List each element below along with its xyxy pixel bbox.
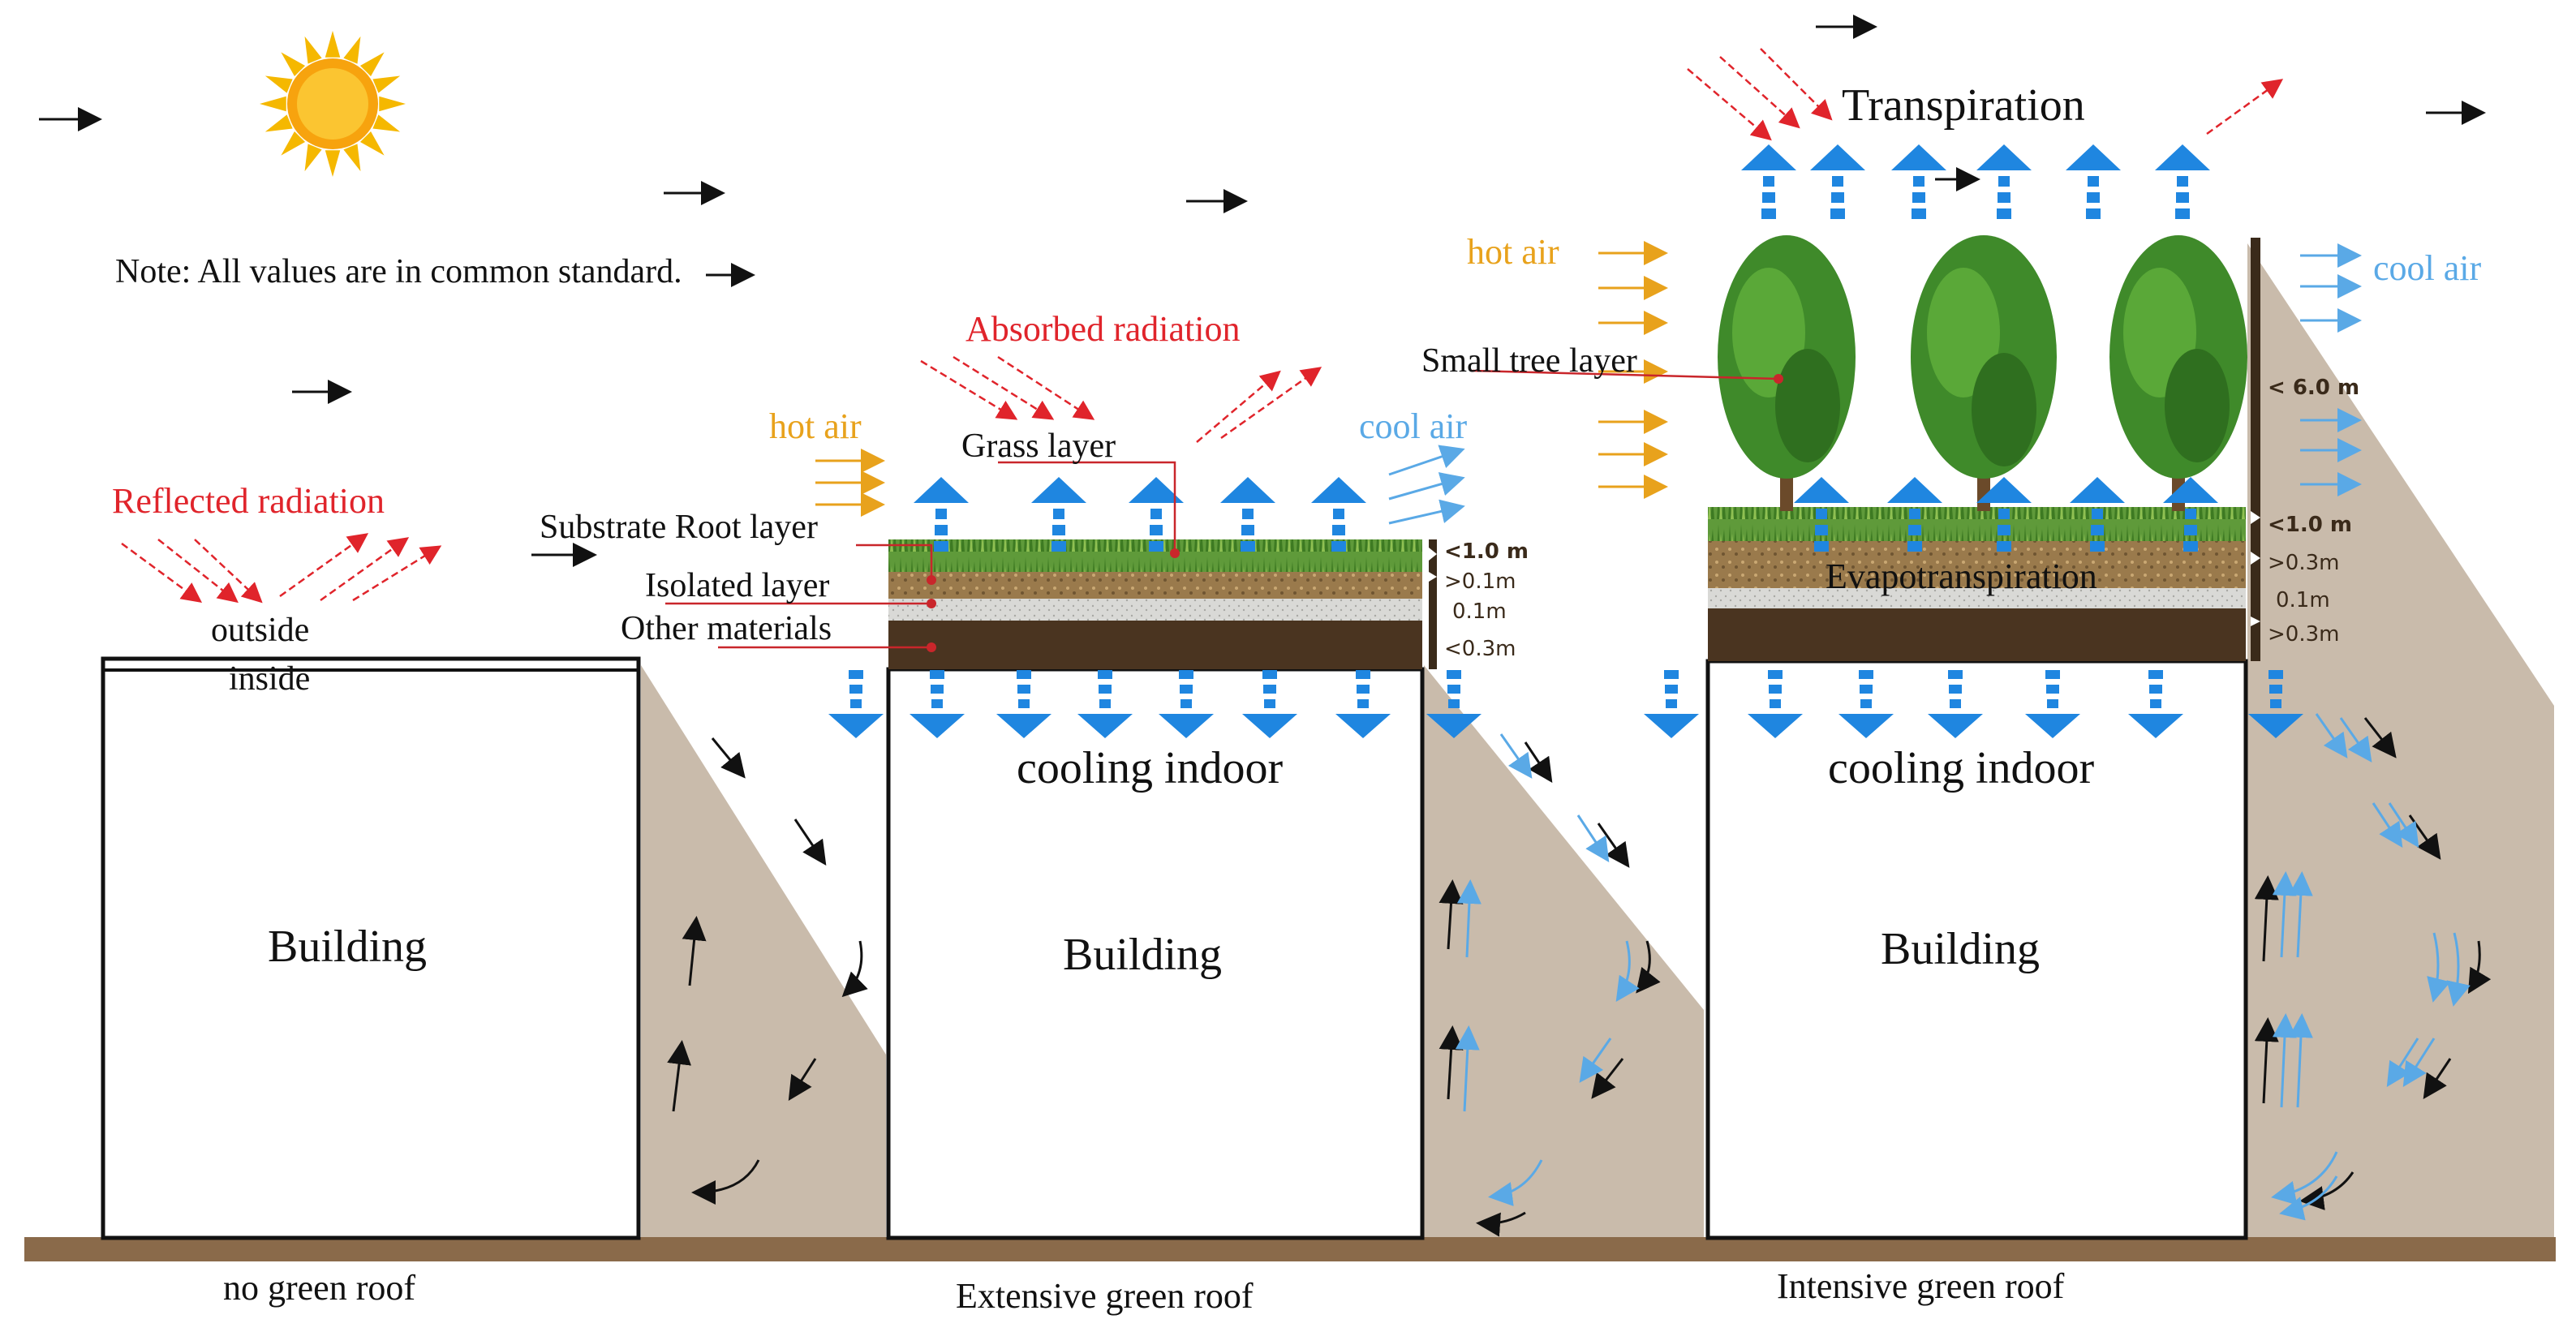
cooling-arrow-icon [1644, 670, 1699, 738]
absorbed-radiation-label: Absorbed radiation [965, 309, 1240, 349]
building-left [101, 656, 641, 1240]
radiation-arrows [121, 48, 2284, 604]
grass-layer-label: Grass layer [961, 428, 1116, 465]
circulation-arrows-black [667, 717, 2492, 1237]
cooling-arrow-icon [910, 670, 965, 738]
building-left-label: Building [268, 922, 427, 972]
evaporation-arrow-icon [1220, 477, 1275, 552]
evaporation-arrow-icon [1887, 477, 1942, 552]
cooling-arrows [828, 670, 2303, 738]
cooling-arrow-icon [1426, 670, 1482, 738]
hot-air-label-right: hot air [1467, 232, 1559, 272]
measure-right-4: >0.3m [2268, 622, 2339, 647]
layer-leader-lines [665, 369, 1779, 649]
cool-air-arrows [1388, 243, 2362, 525]
tree-icon [1718, 235, 1856, 511]
circulation-arrows-blue [1455, 713, 2471, 1221]
evaporation-arrow-icon [1311, 477, 1366, 552]
evaporation-arrow-icon [1031, 477, 1086, 552]
cooling-arrow-icon [1242, 670, 1297, 738]
tree-icon [2109, 235, 2247, 511]
wind-arrows [39, 15, 2486, 567]
cool-air-label-middle: cool air [1359, 406, 1468, 446]
leader-dots [927, 374, 1783, 652]
caption-intensive: Intensive green roof [1777, 1266, 2065, 1306]
evaporation-arrow-icon [1891, 144, 1946, 219]
cooling-arrow-icon [1077, 670, 1133, 738]
outside-label: outside [211, 612, 309, 649]
evaporation-arrow-icon [1810, 144, 1865, 219]
other-materials-label: Other materials [621, 610, 832, 647]
extensive-roof-layers [888, 539, 1422, 669]
intensive-roof-layers [1708, 507, 2246, 661]
evaporation-arrow-icon [1794, 477, 1849, 552]
cooling-arrow-icon [1838, 670, 1894, 738]
evaporation-arrow-icon [914, 477, 969, 552]
sun-icon [260, 31, 406, 177]
measure-bar-middle [1429, 539, 1437, 669]
hot-air-label-middle: hot air [769, 406, 862, 446]
measure-middle-2: >0.1m [1444, 569, 1516, 594]
evaporation-arrow-icon [1976, 477, 2032, 552]
tree-icon [1911, 235, 2057, 511]
measure-right-1: <1.0 m [2268, 513, 2352, 537]
building-middle-label: Building [1063, 930, 1222, 980]
small-tree-layer-label: Small tree layer [1421, 342, 1637, 380]
measure-bar-right [2251, 238, 2260, 661]
cooling-arrow-icon [2025, 670, 2080, 738]
measure-middle-3: 0.1m [1452, 599, 1507, 624]
cooling-indoor-right: cooling indoor [1828, 743, 2095, 793]
cooling-arrow-icon [1748, 670, 1803, 738]
ground [24, 1237, 2556, 1261]
note-text: Note: All values are in common standard. [115, 253, 682, 290]
building-right-label: Building [1881, 924, 2040, 974]
cooling-arrow-icon [2248, 670, 2303, 738]
evaporation-arrows [914, 144, 2218, 552]
evaporation-arrow-icon [2163, 477, 2218, 552]
evaporation-arrow-icon [1741, 144, 1796, 219]
cooling-arrow-icon [2128, 670, 2183, 738]
substrate-root-label: Substrate Root layer [540, 509, 818, 546]
transpiration-label: Transpiration [1842, 80, 2085, 131]
cooling-arrow-icon [828, 670, 884, 738]
caption-no-green-roof: no green roof [223, 1268, 415, 1308]
tree-layer [1718, 235, 2247, 511]
reflected-radiation-label: Reflected radiation [112, 481, 385, 521]
measure-right-0: < 6.0 m [2268, 376, 2359, 400]
hot-air-arrows [815, 241, 1668, 517]
caption-extensive: Extensive green roof [956, 1276, 1254, 1316]
cooling-arrow-icon [1335, 670, 1391, 738]
evapotranspiration-label: Evapotranspiration [1826, 556, 2097, 596]
isolated-layer-label: Isolated layer [645, 567, 829, 604]
evaporation-arrow-icon [2070, 477, 2125, 552]
cooling-arrow-icon [996, 670, 1051, 738]
cooling-arrow-icon [1159, 670, 1214, 738]
inside-label: inside [229, 660, 310, 698]
evaporation-arrow-icon [1129, 477, 1184, 552]
evaporation-arrow-icon [2066, 144, 2121, 219]
evaporation-arrow-icon [1976, 144, 2032, 219]
building-right [1705, 659, 2248, 1240]
building-middle [886, 667, 1425, 1240]
measure-middle-4: <0.3m [1444, 637, 1516, 661]
measure-middle-1: <1.0 m [1444, 539, 1529, 564]
measure-right-2: >0.3m [2268, 551, 2339, 575]
evaporation-arrow-icon [2155, 144, 2210, 219]
cool-air-label-right: cool air [2373, 248, 2482, 288]
cooling-indoor-middle: cooling indoor [1017, 743, 1284, 793]
cooling-arrow-icon [1928, 670, 1983, 738]
measure-right-3: 0.1m [2276, 588, 2330, 612]
